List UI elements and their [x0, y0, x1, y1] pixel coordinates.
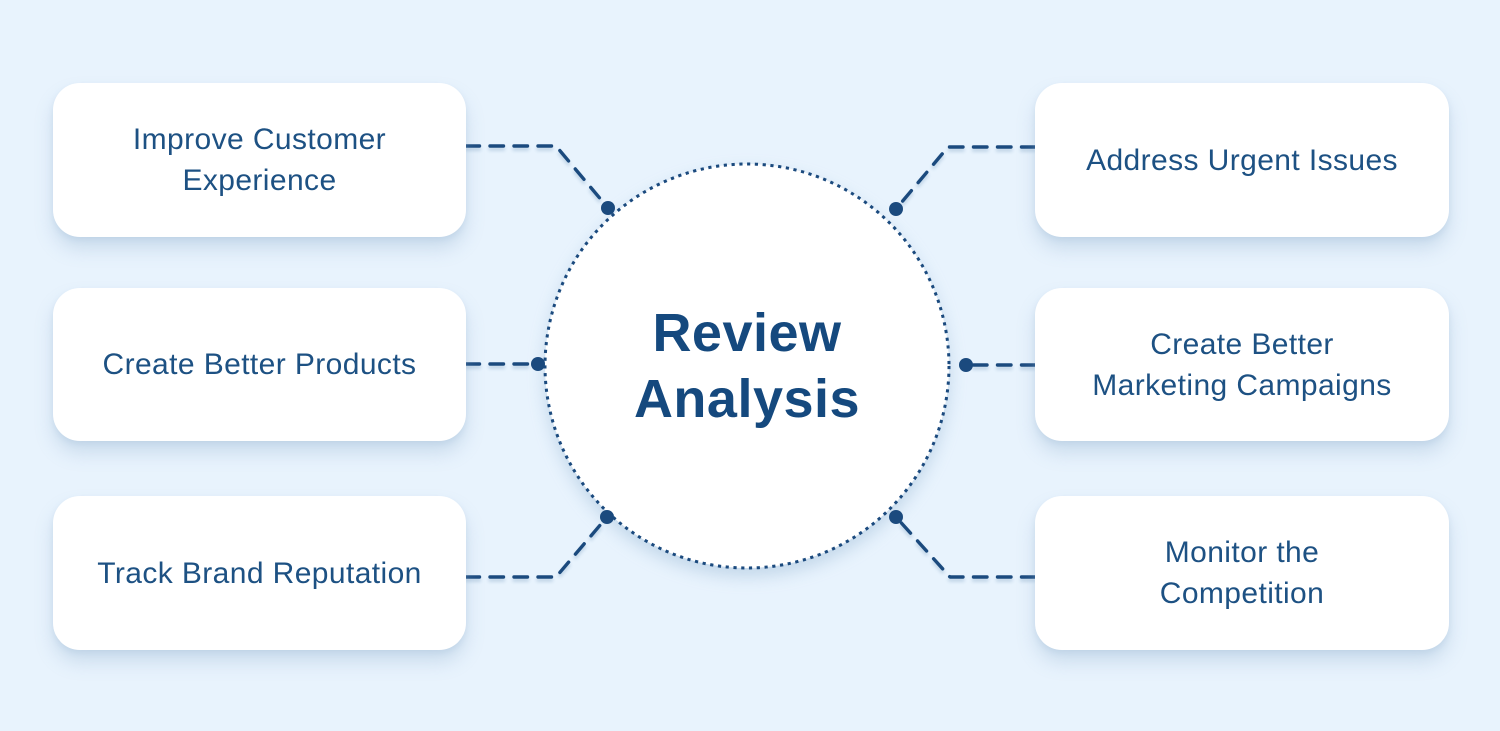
node-improve-customer-experience: Improve Customer Experience: [53, 83, 466, 237]
node-label: Create Better Marketing Campaigns: [1092, 327, 1392, 402]
node-label: Address Urgent Issues: [1086, 143, 1398, 177]
connector-track-brand-reputation: [464, 515, 609, 579]
connector-dot: [601, 201, 615, 215]
connector-improve-customer-experience: [464, 144, 610, 210]
node-address-urgent-issues: Address Urgent Issues: [1035, 83, 1449, 237]
connector-dot: [889, 202, 903, 216]
node-create-better-marketing-campaigns: Create Better Marketing Campaigns: [1035, 288, 1449, 441]
hub-circle: [543, 162, 951, 570]
node-monitor-the-competition: Monitor the Competition: [1035, 496, 1449, 650]
connector-dot: [531, 357, 545, 371]
connector-dot: [959, 358, 973, 372]
connector-monitor-the-competition: [894, 515, 1037, 579]
node-label: Monitor the Competition: [1159, 536, 1325, 610]
node-create-better-products: Create Better Products: [53, 288, 466, 441]
hub-title: Review Analysis: [633, 303, 861, 429]
node-track-brand-reputation: Track Brand Reputation: [53, 496, 466, 650]
node-label: Track Brand Reputation: [97, 556, 422, 590]
connector-dot: [889, 510, 903, 524]
connector-dot: [600, 510, 614, 524]
node-label: Improve Customer Experience: [132, 123, 387, 197]
node-label: Create Better Products: [102, 348, 417, 381]
connector-address-urgent-issues: [894, 145, 1037, 211]
